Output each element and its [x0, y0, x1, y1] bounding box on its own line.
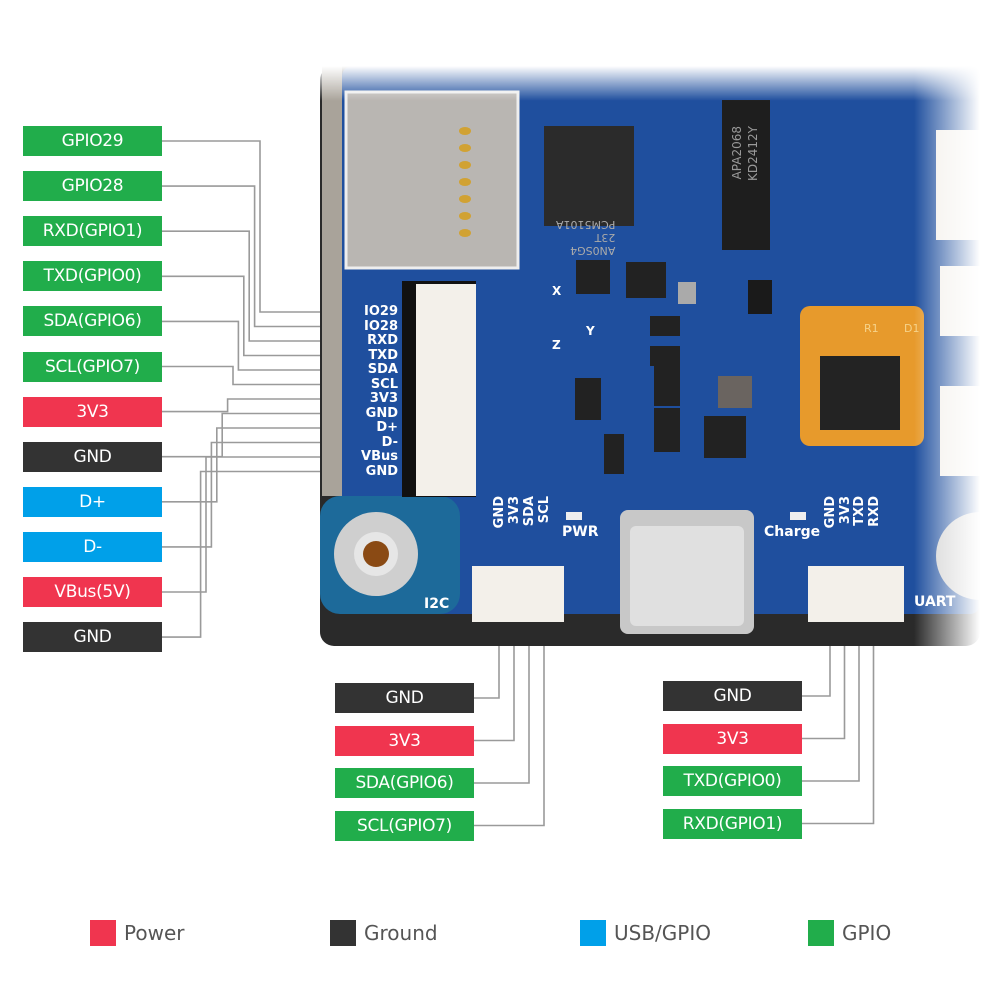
legend-swatch-power	[90, 920, 116, 946]
legend-label-usb: USB/GPIO	[614, 921, 711, 945]
fpc-pin-silk-3: RXD	[367, 333, 398, 348]
uart-pin-label-1: GND	[663, 681, 802, 711]
pcb-graphic	[320, 66, 980, 646]
fpc-pin-silk-9: D+	[376, 420, 398, 435]
pin-label-10: D-	[23, 531, 162, 562]
i2c-pin-silk-1: GND	[492, 496, 507, 529]
legend-swatch-usb	[580, 920, 606, 946]
legend-label-power: Power	[124, 921, 185, 945]
pin-label-7: 3V3	[23, 396, 162, 427]
amp-line-2: KD2412Y	[746, 126, 760, 181]
pin-label-4: TXD(GPIO0)	[23, 261, 162, 292]
fpc-pin-silk-7: 3V3	[369, 391, 398, 406]
amp-chip-marking: APA2068	[730, 126, 744, 179]
dac-chip-marking: AN0SG4 23T PCM5101A	[556, 218, 615, 257]
pin-label-12: GND	[23, 622, 162, 653]
i2c-pin-label-4: SCL(GPIO7)	[335, 810, 474, 841]
legend-item-ground: Ground	[330, 918, 438, 948]
pin-label-8: GND	[23, 441, 162, 472]
pwr-led-label: PWR	[562, 524, 599, 540]
fpc-pin-silk-8: GND	[365, 405, 398, 421]
pcb-board: AN0SG4 23T PCM5101A APA2068 KD2412Y X Y …	[320, 66, 980, 646]
axis-z-label: Z	[552, 338, 561, 352]
legend-item-usb: USB/GPIO	[580, 918, 711, 948]
uart-pin-silk-2: 3V3	[837, 496, 853, 525]
pin-label-11: VBus(5V)	[23, 577, 162, 607]
pin-label-5: SDA(GPIO6)	[23, 306, 162, 337]
fpc-pin-silk-2: IO28	[364, 318, 398, 334]
pin-label-3: RXD(GPIO1)	[23, 216, 162, 247]
uart-pin-silk-1: GND	[823, 496, 838, 529]
i2c-pin-label-1: GND	[335, 683, 474, 713]
dac-line-2: 23T	[594, 231, 616, 244]
legend-label-ground: Ground	[364, 921, 438, 945]
legend-label-gpio: GPIO	[842, 921, 892, 945]
legend-swatch-ground	[330, 920, 356, 946]
uart-pin-silk-3: TXD	[852, 496, 867, 526]
dac-line-3: AN0SG4	[570, 244, 616, 257]
axis-y-label: Y	[586, 324, 595, 338]
legend-item-power: Power	[90, 918, 184, 948]
uart-pin-silk-4: RXD	[866, 496, 882, 527]
fpc-pin-silk-6: SCL	[370, 376, 398, 392]
i2c-pin-silk-3: SDA	[522, 496, 537, 527]
uart-pin-label-3: TXD(GPIO0)	[663, 766, 802, 796]
legend-swatch-gpio	[808, 920, 834, 946]
fpc-pin-silk-1: IO29	[364, 304, 398, 319]
axis-x-label: X	[552, 284, 562, 298]
i2c-title: I2C	[424, 596, 450, 612]
i2c-pin-label-3: SDA(GPIO6)	[335, 768, 474, 798]
d1-label: D1	[904, 322, 920, 335]
pin-label-9: D+	[23, 486, 162, 517]
fpc-pin-silk-5: SDA	[367, 362, 398, 377]
uart-pin-label-2: 3V3	[663, 723, 802, 754]
fpc-pin-silk-4: TXD	[368, 347, 398, 363]
legend-item-gpio: GPIO	[808, 918, 891, 948]
fpc-pin-silk-12: GND	[365, 463, 398, 479]
pin-label-6: SCL(GPIO7)	[23, 351, 162, 382]
uart-pin-label-4: RXD(GPIO1)	[663, 808, 802, 839]
pin-label-1: GPIO29	[23, 126, 162, 156]
pin-label-2: GPIO28	[23, 171, 162, 202]
i2c-pin-silk-2: 3V3	[507, 496, 522, 525]
i2c-pin-label-2: 3V3	[335, 725, 474, 756]
amp-chip-marking-2: KD2412Y	[746, 126, 760, 181]
fpc-pin-silk-10: D-	[381, 434, 398, 450]
amp-line-1: APA2068	[730, 126, 744, 180]
dac-line-1: PCM5101A	[556, 218, 616, 231]
uart-title: UART	[914, 594, 956, 610]
fpc-pin-silk-11: VBus	[361, 449, 398, 464]
charge-led-label: Charge	[764, 524, 821, 540]
i2c-pin-silk-4: SCL	[537, 496, 552, 524]
r1-label: R1	[864, 322, 879, 335]
